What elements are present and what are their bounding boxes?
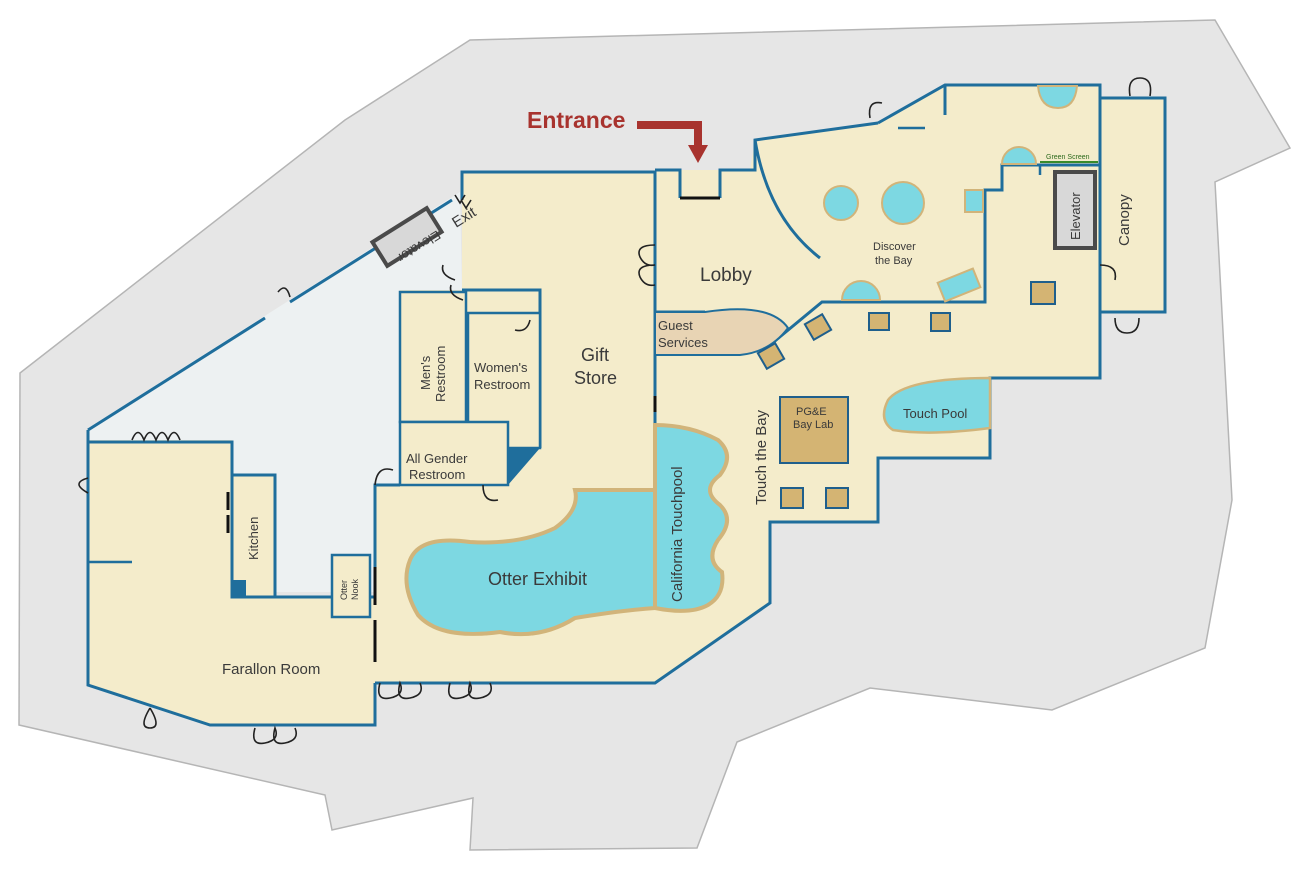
pge-label-2: Bay Lab <box>793 419 833 431</box>
kitchen-corner-block <box>232 580 246 597</box>
wall-discover-lower <box>769 163 1102 347</box>
otter-nook-room <box>330 553 372 619</box>
touch-pool <box>882 376 992 434</box>
womens-restroom-label-2: Restroom <box>474 377 530 392</box>
california-touchpool <box>653 422 729 613</box>
exhibit-box-4 <box>803 312 833 342</box>
kitchen-label: Kitchen <box>246 517 261 560</box>
elevator-left-box <box>369 205 445 269</box>
touch-the-bay-label: Touch the Bay <box>753 409 770 505</box>
tank-square <box>964 189 984 213</box>
pge-label-1: PG&E <box>796 406 827 418</box>
all-gender-restroom-room <box>398 420 510 487</box>
mens-restroom-label-2: Restroom <box>433 346 448 402</box>
wall-kitchen <box>232 473 277 597</box>
discover-label-2: the Bay <box>875 255 913 267</box>
canopy-label: Canopy <box>1116 194 1133 246</box>
gift-store-label-2: Store <box>574 368 617 388</box>
exhibit-box-2 <box>868 312 890 331</box>
main-floor <box>88 85 1165 725</box>
wall-discover-curve <box>753 139 821 260</box>
womens-restroom-label-1: Women's <box>474 360 528 375</box>
all-gender-label-2: Restroom <box>409 467 465 482</box>
tank-round-2 <box>881 181 925 225</box>
exhibit-box-3 <box>930 312 951 332</box>
all-gender-corner <box>508 448 540 485</box>
gift-store-label-1: Gift <box>581 345 609 365</box>
wall-northwest <box>87 316 266 432</box>
elevator-right-box <box>1053 170 1097 250</box>
lobby-label: Lobby <box>700 265 752 286</box>
otter-nook-label-1: Otter <box>339 580 349 600</box>
tank-half-green <box>1000 146 1038 165</box>
exhibit-box-7 <box>825 487 849 509</box>
farallon-room-label: Farallon Room <box>222 661 320 678</box>
exhibit-box-6 <box>780 487 804 509</box>
all-gender-label-1: All Gender <box>406 451 468 466</box>
otter-exhibit-pool <box>404 488 657 637</box>
exhibit-box-1 <box>1030 281 1056 305</box>
exhibit-box-5 <box>756 341 786 371</box>
tank-half-1 <box>840 280 882 301</box>
guest-services-label-1: Guest <box>658 318 693 333</box>
otter-exhibit-label: Otter Exhibit <box>488 569 587 589</box>
otter-nook-label-2: Nook <box>350 578 360 600</box>
guest-services-desk <box>654 308 790 356</box>
doors <box>78 77 1152 745</box>
wall-lobby-2 <box>718 121 879 198</box>
touch-pool-label: Touch Pool <box>903 406 967 421</box>
green-screen-label: Green Screen <box>1046 154 1090 161</box>
entrance-label: Entrance <box>527 107 625 133</box>
discover-label-1: Discover <box>873 241 916 253</box>
entrance-arrow <box>637 121 708 163</box>
guest-services-label-2: Services <box>658 335 708 350</box>
tank-half-top <box>1036 85 1079 110</box>
mens-restroom-label-1: Men's <box>418 355 433 390</box>
wall-farallon-top <box>88 440 375 599</box>
elevator-right-label: Elevator <box>1068 192 1083 240</box>
tank-slant <box>936 267 982 303</box>
wall-lobby <box>655 168 682 198</box>
door-bars <box>226 196 720 662</box>
wall-south <box>375 83 1167 685</box>
wall-farallon <box>86 430 377 727</box>
pge-bay-lab-box <box>779 396 849 464</box>
corridor-area <box>88 192 462 592</box>
tank-round-1 <box>823 185 859 221</box>
california-touchpool-label: California Touchpool <box>669 466 686 602</box>
